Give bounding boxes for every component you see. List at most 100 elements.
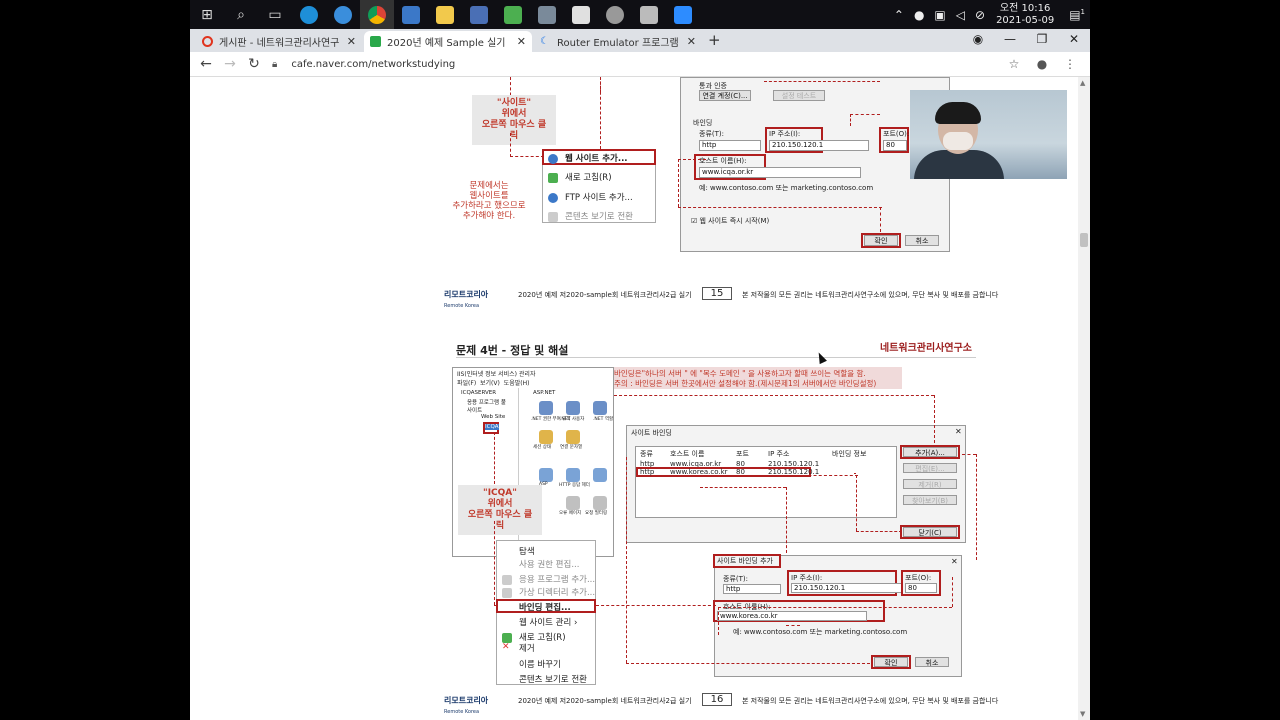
notification-icon[interactable]: ▤1 (1069, 7, 1085, 22)
ctx-add-virtual-dir[interactable]: 가상 디렉터리 추가... (497, 586, 595, 598)
profile-icon[interactable]: ● (1036, 57, 1048, 71)
ctx-refresh[interactable]: 새로 고침(R) (497, 631, 595, 643)
restore-button[interactable]: ❐ (1036, 32, 1048, 46)
reload-icon[interactable]: ↻ (248, 56, 260, 72)
tab-sample-exam[interactable]: 2020년 예제 Sample 실기 모의고사 ✕ (364, 31, 532, 52)
iis-menu-view[interactable]: 보기(V) (480, 380, 500, 387)
app-icon-4[interactable] (598, 0, 632, 29)
feature-icon[interactable] (566, 496, 580, 510)
lock-icon[interactable]: 🔒︎ (272, 58, 278, 70)
feature-icon[interactable] (593, 468, 607, 482)
port-field[interactable]: 80 (883, 140, 907, 151)
store-icon[interactable] (462, 0, 496, 29)
add-ip-select[interactable]: 210.150.120.1 (791, 583, 903, 593)
page-scrollbar[interactable]: ▲ ▼ (1078, 77, 1090, 720)
close-button[interactable]: 닫기(C) (903, 527, 957, 537)
browse-binding-button[interactable]: 찾아보기(B) (903, 495, 957, 505)
start-website-checkbox[interactable]: ☑ 웹 사이트 즉시 시작(M) (691, 217, 770, 225)
app-icon-2[interactable] (496, 0, 530, 29)
add-binding-button[interactable]: 추가(A)... (903, 447, 957, 457)
scrollbar-thumb[interactable] (1080, 233, 1088, 247)
app-icon[interactable] (394, 0, 428, 29)
feature-icon[interactable] (566, 430, 580, 444)
search-icon[interactable]: ⌕ (237, 6, 245, 23)
close-icon[interactable]: ✕ (955, 427, 962, 436)
pen-icon[interactable] (564, 0, 598, 29)
tab-cafe-board[interactable]: 게시판 - 네트워크관리사연구소 ✕ (196, 31, 362, 52)
internet-explorer-icon[interactable] (326, 0, 360, 29)
close-icon[interactable]: ✕ (686, 35, 696, 48)
add-ok-button[interactable]: 확인 (874, 657, 908, 667)
ctx-manage-website[interactable]: 웹 사이트 관리 › (519, 618, 578, 628)
add-type-select[interactable]: http (723, 584, 781, 594)
footer-right-text: 본 저작물의 모든 권리는 네트워크관리사연구소에 있으며, 무단 복사 및 배… (742, 291, 999, 299)
menu-item-refresh[interactable]: 새로 고침(R) (543, 171, 655, 183)
ok-button[interactable]: 확인 (864, 235, 898, 246)
connect-as-button[interactable]: 연결 계정(C)... (699, 90, 751, 101)
host-field[interactable]: www.icqa.or.kr (699, 167, 861, 178)
test-settings-button[interactable]: 설정 테스트 (773, 90, 825, 101)
ctx-edit-permissions[interactable]: 사용 권한 편집... (519, 560, 580, 570)
tree-app-pools[interactable]: 응용 프로그램 풀 (467, 400, 506, 406)
feature-icon[interactable] (593, 401, 607, 415)
microphone-icon[interactable]: ● (913, 7, 925, 22)
feature-icon[interactable] (539, 430, 553, 444)
close-icon[interactable]: ✕ (951, 557, 958, 566)
star-icon[interactable]: ☆ (1008, 57, 1020, 71)
edit-binding-button[interactable]: 편집(E)... (903, 463, 957, 473)
scroll-down-arrow-icon[interactable]: ▼ (1080, 710, 1086, 718)
tree-icqa[interactable]: ICQA (485, 424, 499, 430)
chrome-icon[interactable] (360, 0, 394, 29)
menu-item-content-view[interactable]: 콘텐츠 보기로 전환 (543, 210, 655, 222)
clock[interactable]: 오전 10:16 2021-05-09 (996, 3, 1054, 27)
minimize-button[interactable]: — (1004, 32, 1016, 46)
ctx-browse[interactable]: 탐색 (519, 547, 535, 557)
app-icon-3[interactable] (530, 0, 564, 29)
close-window-button[interactable]: ✕ (1068, 32, 1080, 46)
app-icon-5[interactable] (632, 0, 666, 29)
menu-icon[interactable]: ⋮ (1064, 57, 1076, 71)
ctx-add-application[interactable]: 응용 프로그램 추가... (497, 573, 595, 585)
close-icon[interactable]: ✕ (346, 35, 356, 48)
block-icon[interactable]: ⊘ (975, 7, 986, 22)
ctx-content-view[interactable]: 콘텐츠 보기로 전환 (519, 675, 587, 685)
iis-menu-help[interactable]: 도움말(H) (503, 380, 530, 387)
cancel-button[interactable]: 취소 (905, 235, 939, 246)
scroll-up-arrow-icon[interactable]: ▲ (1080, 79, 1086, 87)
tree-sites[interactable]: 사이트 (467, 408, 483, 414)
add-host-field[interactable]: www.korea.co.kr (717, 611, 867, 621)
chevron-up-icon[interactable]: ⌃ (893, 7, 904, 22)
back-arrow-icon[interactable]: ← (200, 56, 212, 72)
volume-icon[interactable]: ◁ (955, 7, 965, 22)
tab-router-emulator[interactable]: ☾ Router Emulator 프로그램 - 수제비 ✕ (534, 31, 702, 52)
edge-icon[interactable] (292, 0, 326, 29)
add-cancel-button[interactable]: 취소 (915, 657, 949, 667)
ip-select[interactable]: 210.150.120.1 (769, 140, 869, 151)
iis-menu-file[interactable]: 파일(F) (457, 380, 477, 387)
type-select[interactable]: http (699, 140, 761, 151)
ctx-rename[interactable]: 이름 바꾸기 (519, 660, 561, 670)
menu-item-add-ftp[interactable]: FTP 사이트 추가... (543, 191, 655, 203)
remove-binding-button[interactable]: 제거(R) (903, 479, 957, 489)
menu-item-add-website[interactable]: 웹 사이트 추가... (543, 152, 655, 164)
windows-start-icon[interactable]: ⊞ (201, 6, 213, 23)
task-view-icon[interactable]: ▭ (268, 6, 282, 23)
network-icon[interactable]: ▣ (934, 7, 946, 22)
tree-web-site[interactable]: Web Site (481, 414, 506, 420)
add-port-field[interactable]: 80 (905, 583, 937, 593)
close-icon[interactable]: ✕ (516, 35, 526, 48)
file-explorer-icon[interactable] (428, 0, 462, 29)
feature-icon[interactable] (539, 401, 553, 415)
tab-search-icon[interactable]: ◉ (972, 32, 984, 46)
feature-icon[interactable] (566, 401, 580, 415)
tree-server[interactable]: ICQASERVER (461, 390, 497, 396)
forward-arrow-icon[interactable]: → (224, 56, 236, 72)
zoom-icon[interactable] (666, 0, 700, 29)
url-field[interactable]: cafe.naver.com/networkstudying (291, 58, 456, 70)
ctx-edit-bindings[interactable]: 바인딩 편집... (519, 603, 571, 613)
ctx-remove[interactable]: ✕제거 (502, 642, 535, 654)
feature-icon[interactable] (539, 468, 553, 482)
feature-icon[interactable] (593, 496, 607, 510)
feature-icon[interactable] (566, 468, 580, 482)
new-tab-button[interactable]: + (708, 31, 721, 49)
